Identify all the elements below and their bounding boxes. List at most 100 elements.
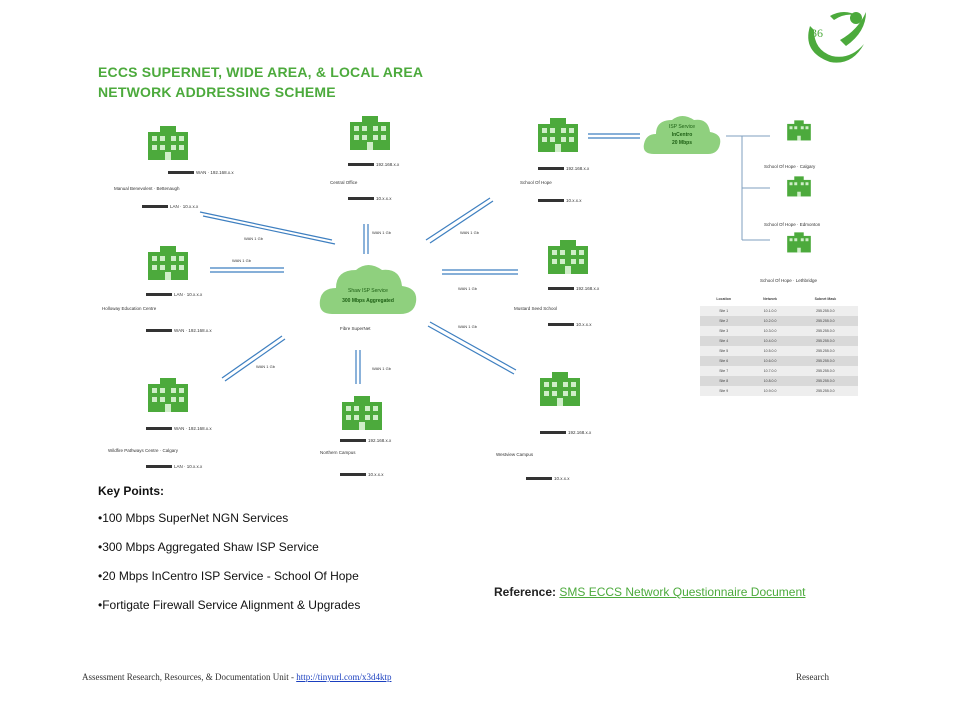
table-cell: 255.255.0.0 (792, 316, 858, 326)
table-cell: Site 7 (700, 366, 748, 376)
branch-site-label: School Of Hope · Lethbridge (760, 278, 818, 283)
table-cell: Site 6 (700, 356, 748, 366)
table-cell: 10.4.0.0 (747, 336, 793, 346)
secondary-cloud-line1: ISP Service (668, 124, 696, 130)
footer: Assessment Research, Resources, & Docume… (82, 672, 391, 682)
link-label: WAN 1 Gb (458, 324, 477, 329)
table-cell: 10.1.0.0 (747, 306, 793, 316)
center-cloud-caption: Fibre SuperNet (340, 326, 371, 331)
building-icon (538, 118, 578, 152)
building-icon (787, 232, 811, 253)
link-label: WAN 1 Gb (372, 230, 391, 235)
link-label: WAN 1 Gb (244, 236, 263, 241)
table-cell: 255.255.0.0 (792, 356, 858, 366)
footer-text: Assessment Research, Resources, & Docume… (82, 672, 297, 682)
site-label: School Of Hope (520, 180, 552, 185)
center-cloud: Shaw ISP Service 300 Mbps Aggregated (318, 258, 418, 320)
table-header: Location (716, 297, 731, 301)
table-cell: Site 8 (700, 376, 748, 386)
table-cell: 10.8.0.0 (747, 376, 793, 386)
site-label: Wildfire Pathways Centre · Calgary (108, 448, 179, 453)
reference-link[interactable]: SMS ECCS Network Questionnaire Document (559, 585, 806, 599)
site-ip-bottom: 10.x.x.x (548, 322, 592, 327)
link-label: WAN 1 Gb (372, 366, 391, 371)
footer-link[interactable]: http://tinyurl.com/x3d4ktp (296, 672, 392, 682)
page-title: ECCS SUPERNET, WIDE AREA, & LOCAL AREA N… (98, 62, 423, 102)
table-cell: 10.3.0.0 (747, 326, 793, 336)
reference: Reference: SMS ECCS Network Questionnair… (494, 585, 805, 599)
site-ip-top: WAN · 192.168.x.x (146, 426, 212, 431)
site-ip-bottom: WAN · 192.168.x.x (146, 328, 212, 333)
key-point-item: •20 Mbps InCentro ISP Service - School O… (98, 569, 359, 583)
table-cell: Site 4 (700, 336, 748, 346)
site-node (348, 116, 392, 157)
building-icon (787, 120, 811, 141)
branch-site (786, 176, 812, 203)
link-label: WAN 1 Gb (458, 286, 477, 291)
site-node (146, 126, 190, 167)
title-line-2: NETWORK ADDRESSING SCHEME (98, 84, 336, 100)
link-label: WAN 1 Gb (256, 364, 275, 369)
key-point-item: •100 Mbps SuperNet NGN Services (98, 511, 289, 525)
building-icon (148, 378, 188, 412)
branch-site-label: School Of Hope · Edmonton (764, 222, 821, 227)
table-cell: 10.5.0.0 (747, 346, 793, 356)
site-node (340, 396, 384, 437)
table-cell: Site 5 (700, 346, 748, 356)
table-cell: 255.255.0.0 (792, 326, 858, 336)
site-ip-top: 192.168.x.x (348, 162, 399, 167)
table-cell: 10.6.0.0 (747, 356, 793, 366)
link-label: WAN 1 Gb (232, 258, 251, 263)
center-cloud-line2: 300 Mbps Aggregated (342, 298, 394, 304)
site-ip-top: 192.168.x.x (538, 166, 589, 171)
title-line-1: ECCS SUPERNET, WIDE AREA, & LOCAL AREA (98, 64, 424, 80)
building-icon (148, 126, 188, 160)
building-icon (548, 240, 588, 274)
branch-site (786, 232, 812, 259)
table-cell: 255.255.0.0 (792, 346, 858, 356)
site-node (146, 246, 190, 287)
site-label: Westview Campus (496, 452, 534, 457)
secondary-cloud: ISP Service InCentro 20 Mbps (642, 112, 722, 158)
branch-site-label: School Of Hope · Calgary (764, 164, 816, 169)
site-node (146, 378, 190, 419)
page-number: 36 (811, 26, 823, 40)
branch-site (786, 120, 812, 147)
site-ip-bottom: 10.x.x.x (348, 196, 392, 201)
building-icon (787, 176, 811, 197)
table-cell: Site 1 (700, 306, 748, 316)
table-cell: 10.9.0.0 (747, 386, 793, 396)
center-cloud-line1: Shaw ISP Service (348, 288, 388, 294)
site-ip-top: 192.168.x.x (548, 286, 599, 291)
table-cell: 255.255.0.0 (792, 376, 858, 386)
table-header: Network (763, 297, 777, 301)
table-cell: Site 9 (700, 386, 748, 396)
site-ip-bottom: LAN · 10.x.x.x (146, 464, 202, 469)
site-ip-bottom: 10.x.x.x (538, 198, 582, 203)
logo (800, 6, 880, 68)
site-ip-bottom: 10.x.x.x (526, 476, 570, 481)
site-node (536, 118, 580, 159)
site-label: Manual Benevolent · Bettenaugh (114, 186, 180, 191)
building-icon (342, 396, 382, 430)
site-ip-bottom: LAN · 10.x.x.x (142, 204, 198, 209)
site-node (546, 240, 590, 281)
table-cell: 255.255.0.0 (792, 386, 858, 396)
building-icon (540, 372, 580, 406)
key-points-title: Key Points: (98, 484, 165, 498)
site-node (538, 372, 582, 413)
site-ip-bottom: 10.x.x.x (340, 472, 384, 477)
site-label: Northern Campus (320, 450, 356, 455)
table-cell: 255.255.0.0 (792, 336, 858, 346)
footer-right: Research (796, 672, 829, 682)
site-label: Mustard Seed School (514, 306, 558, 311)
table-cell: 255.255.0.0 (792, 306, 858, 316)
